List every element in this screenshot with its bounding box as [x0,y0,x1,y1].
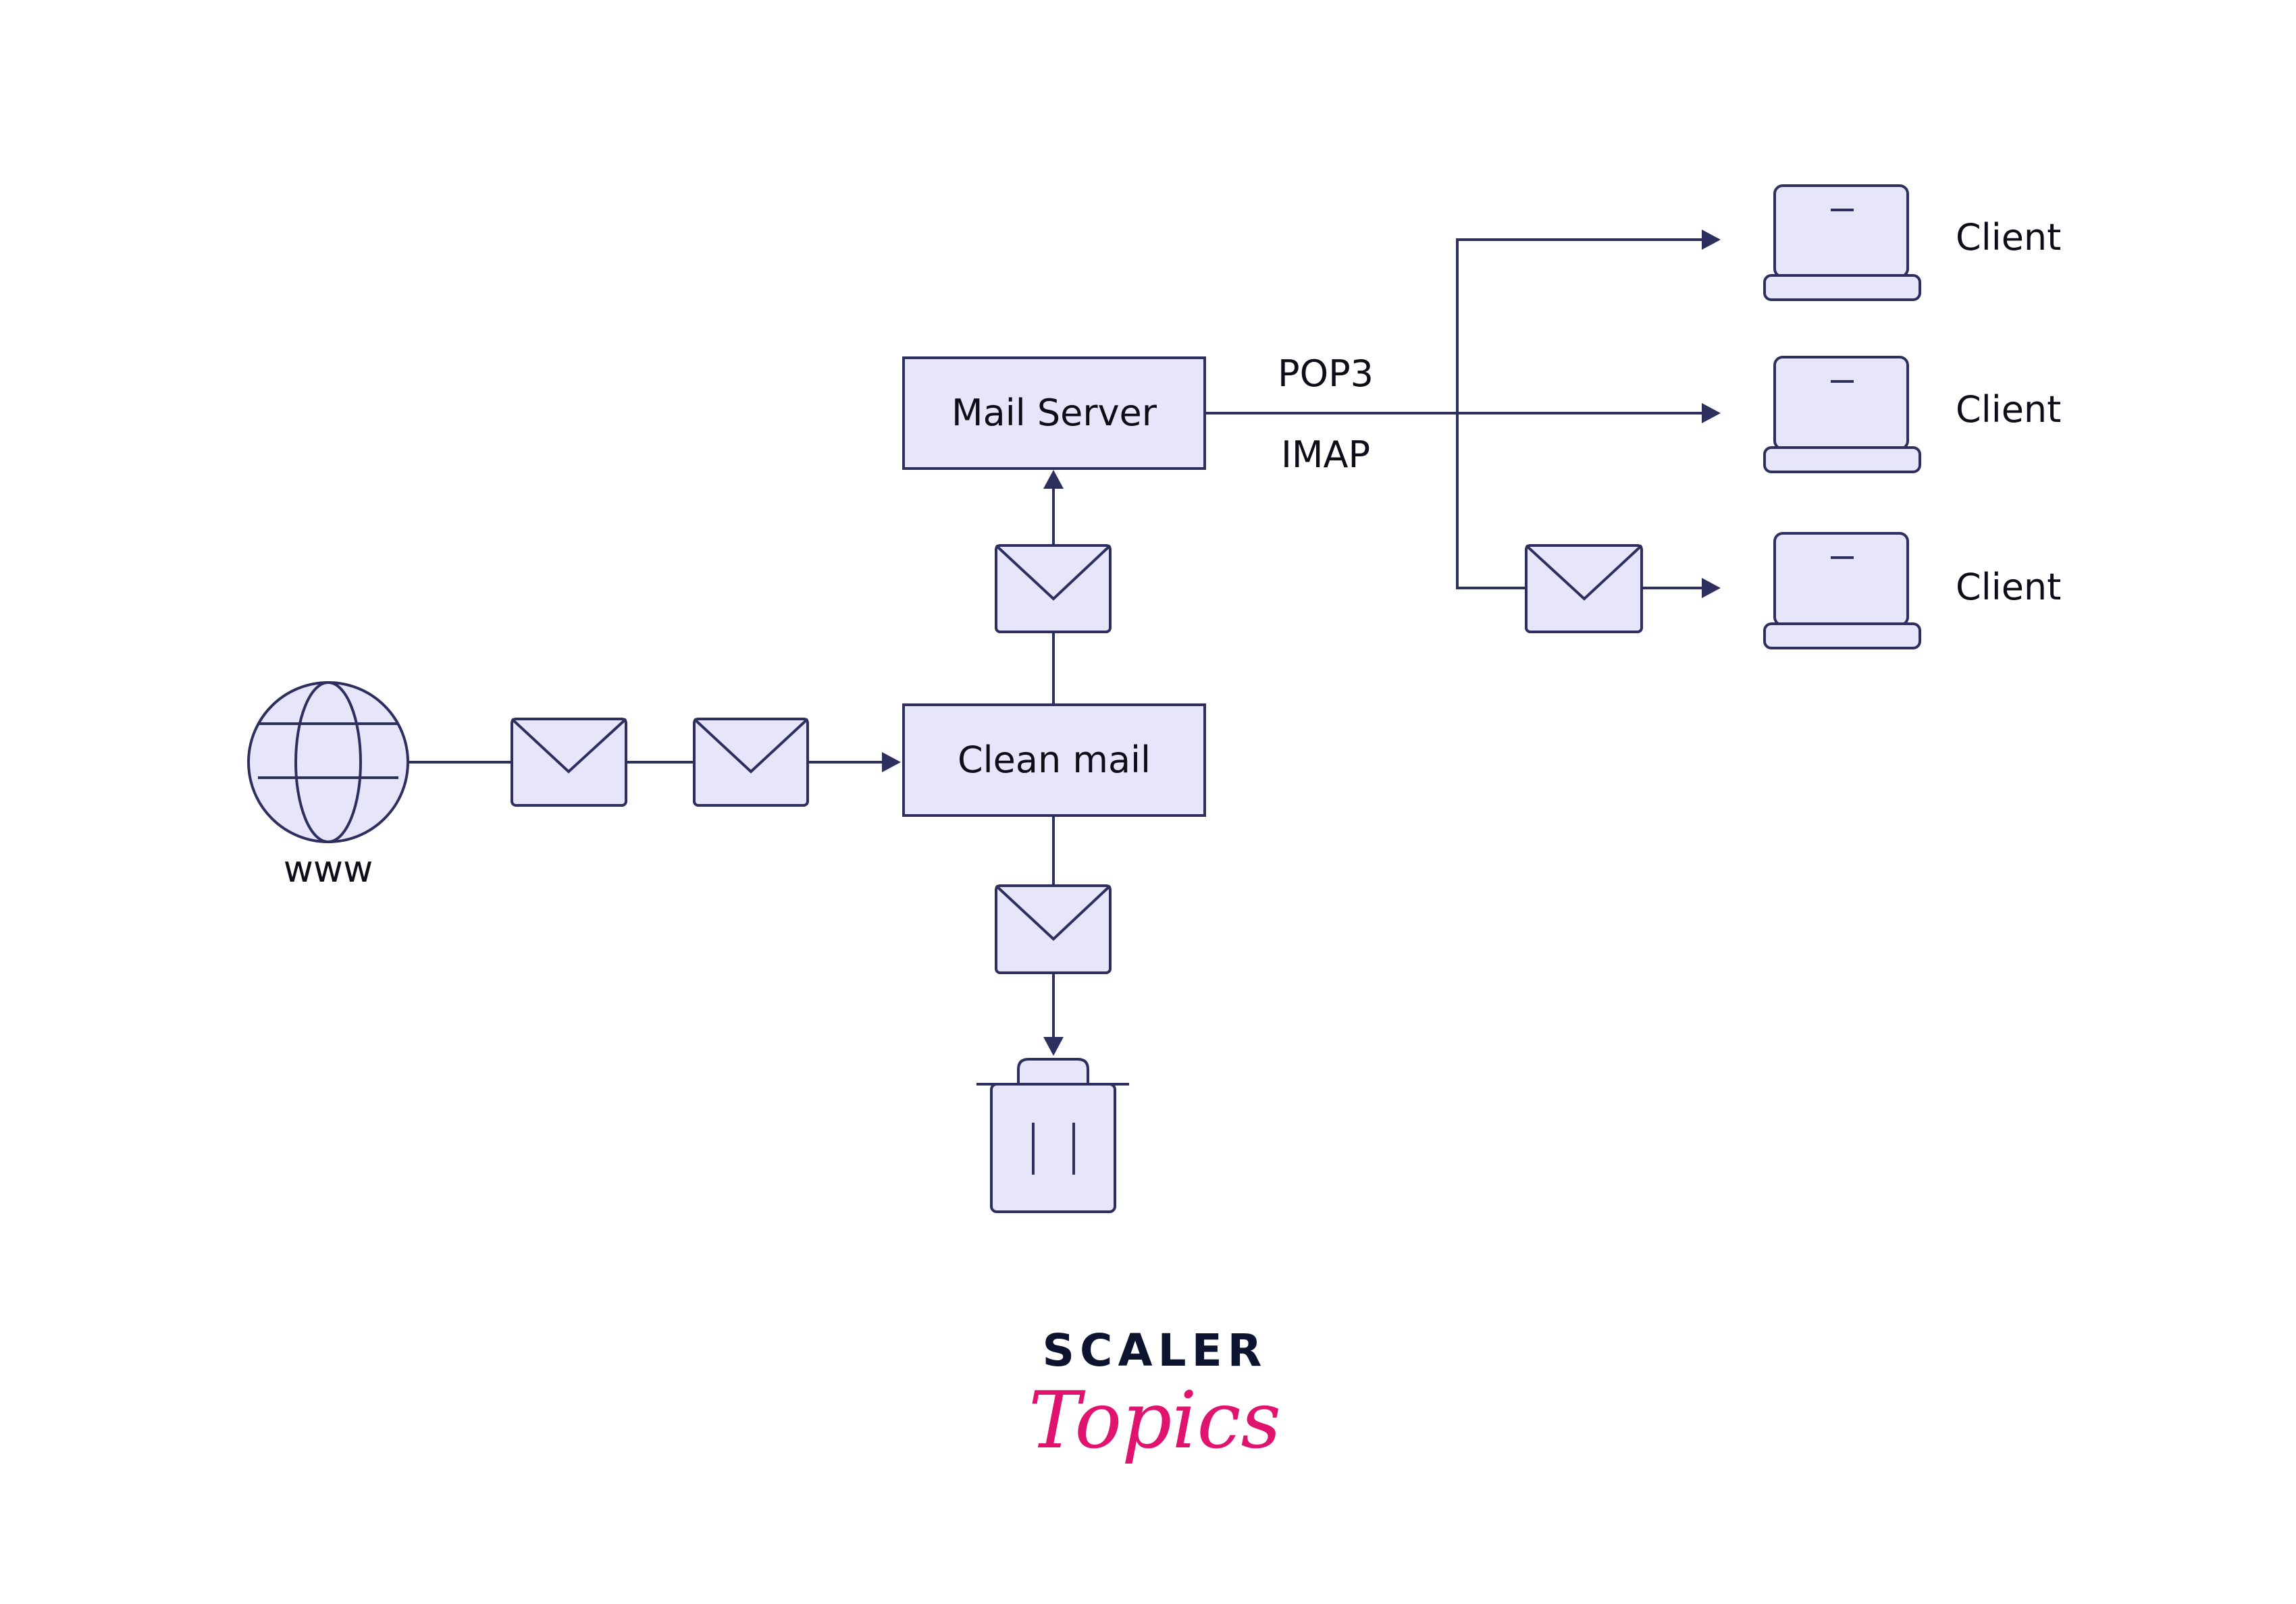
connector-branch-client-3 [1456,413,1526,589]
www-label: www [284,848,373,890]
trash-icon [976,1058,1129,1213]
envelope-icon [1525,544,1643,633]
envelope-icon [995,884,1112,974]
mail-server-label: Mail Server [951,392,1157,434]
brand-top-text: SCALER [1042,1325,1267,1376]
protocol-imap-label: IMAP [1281,433,1370,476]
scaler-topics-logo: SCALER Topics [1028,1325,1281,1466]
laptop-icon [1763,184,1921,301]
arrowhead-mail-server [1043,470,1064,489]
client-label: Client [1956,388,2061,431]
connector-branch-client-1 [1456,238,1703,413]
globe-icon [247,681,409,843]
arrowhead-clean-mail [882,752,901,772]
clean-mail-node: Clean mail [902,703,1206,817]
envelope-icon [693,718,809,807]
envelope-icon [511,718,627,807]
brand-bottom-text: Topics [1028,1375,1281,1466]
envelope-icon [995,544,1112,633]
laptop-icon [1763,356,1921,473]
client-label: Client [1956,566,2061,608]
clean-mail-label: Clean mail [958,739,1151,781]
arrowhead-trash [1043,1037,1064,1056]
client-label: Client [1956,216,2061,259]
arrowhead-client-1 [1702,230,1721,250]
arrowhead-client-3 [1702,578,1721,598]
arrowhead-client-2 [1702,403,1721,423]
mail-server-node: Mail Server [902,356,1206,470]
laptop-icon [1763,532,1921,649]
protocol-pop3-label: POP3 [1278,352,1374,395]
